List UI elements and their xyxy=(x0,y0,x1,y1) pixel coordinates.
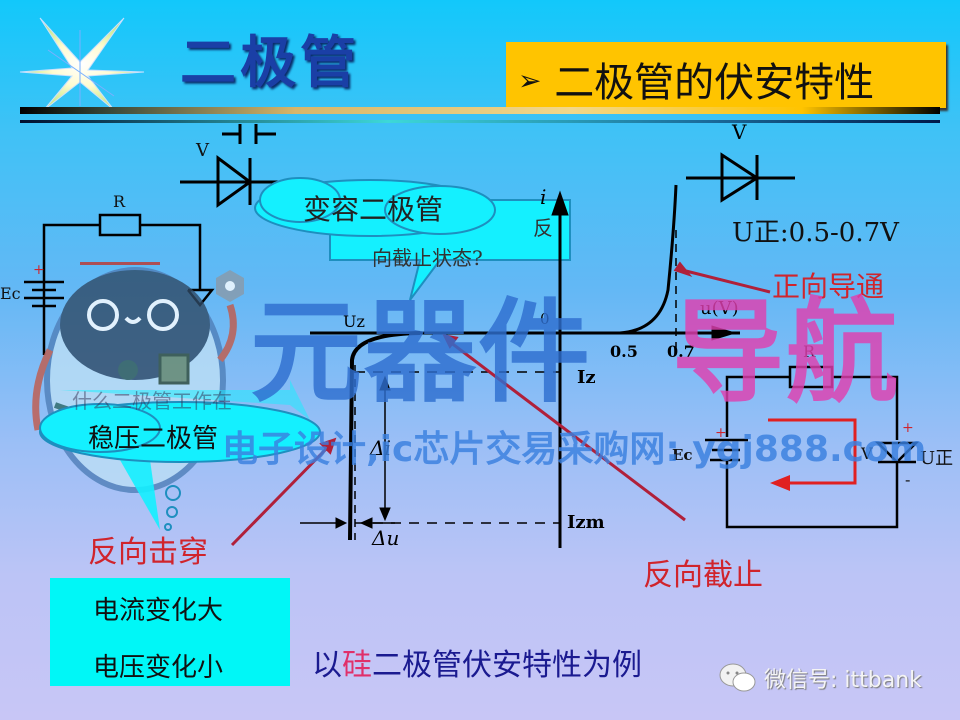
right-plus-label: + xyxy=(902,420,914,436)
bullet-arrow-icon: ➢ xyxy=(518,64,542,97)
zener-callout-title: 稳压二极管 xyxy=(88,424,219,454)
varactor-v-label: V xyxy=(196,140,209,161)
iz-label: Iz xyxy=(577,367,596,388)
delta-i-label: Δi xyxy=(370,436,391,460)
reverse-breakdown-label: 反向击穿 xyxy=(88,535,208,570)
y-axis-label: i xyxy=(540,185,547,209)
forward-conduction-label: 正向导通 xyxy=(772,270,885,303)
iv-chart xyxy=(300,184,740,548)
summary-box xyxy=(50,578,290,686)
watermark-url: 电子设计,ic芯片交易采购网: ygj888.com xyxy=(222,429,927,470)
right-source-label: Ec xyxy=(672,446,693,464)
right-diode-label: V xyxy=(861,444,873,463)
x-tick-0-7: 0.7 xyxy=(667,342,695,361)
wechat-credit: 微信号: ittbank xyxy=(718,662,922,694)
zener-callout-partial: 什么二极管工作在 xyxy=(72,389,232,413)
watermark-pink: 导航 xyxy=(672,288,900,418)
x-axis-label: u(V) xyxy=(700,298,739,319)
source-plus-label: + xyxy=(715,425,727,441)
slide-title: 二极管 xyxy=(180,31,360,96)
right-minus-label: - xyxy=(905,470,911,489)
izm-label: Izm xyxy=(567,512,605,533)
x-tick-0-5: 0.5 xyxy=(610,342,638,361)
left-circuit xyxy=(24,213,215,355)
watermark-blue: 元器件 xyxy=(250,288,592,418)
forward-voltage-label: U正:0.5-0.7V xyxy=(732,218,899,248)
origin-label: 0 xyxy=(540,310,550,328)
left-plus-label: + xyxy=(33,262,45,278)
wechat-icon xyxy=(719,663,756,692)
right-resistor-label: R xyxy=(803,342,816,361)
varactor-callout-title: 变容二极管 xyxy=(303,193,444,226)
left-source-label: Ec xyxy=(0,284,21,303)
u-forward-label: U正 xyxy=(920,448,954,469)
annotation-arrows xyxy=(230,261,771,547)
forward-diode-icon xyxy=(686,152,795,203)
varactor-diode-icon xyxy=(180,124,290,208)
delta-u-label: Δu xyxy=(372,526,400,550)
header-divider xyxy=(20,107,940,114)
varactor-callout-partial-2: 向截止状态? xyxy=(372,246,483,270)
uz-label: Uz xyxy=(343,312,365,331)
example-caption: 以硅二极管伏安特性为例 xyxy=(312,648,642,683)
right-circuit xyxy=(705,365,920,529)
slide-subtitle: ➢ 二极管的伏安特性 xyxy=(518,60,875,106)
left-resistor-label: R xyxy=(113,192,126,211)
summary-line-2: 电压变化小 xyxy=(93,653,224,683)
summary-line-1: 电流变化大 xyxy=(93,596,224,626)
reverse-cutoff-label: 反向截止 xyxy=(643,558,763,593)
right-diode-v-label: V xyxy=(732,120,747,144)
subtitle-box xyxy=(506,42,946,108)
header-divider-thin xyxy=(20,120,940,123)
varactor-callout-partial-1: 反 xyxy=(533,216,553,240)
